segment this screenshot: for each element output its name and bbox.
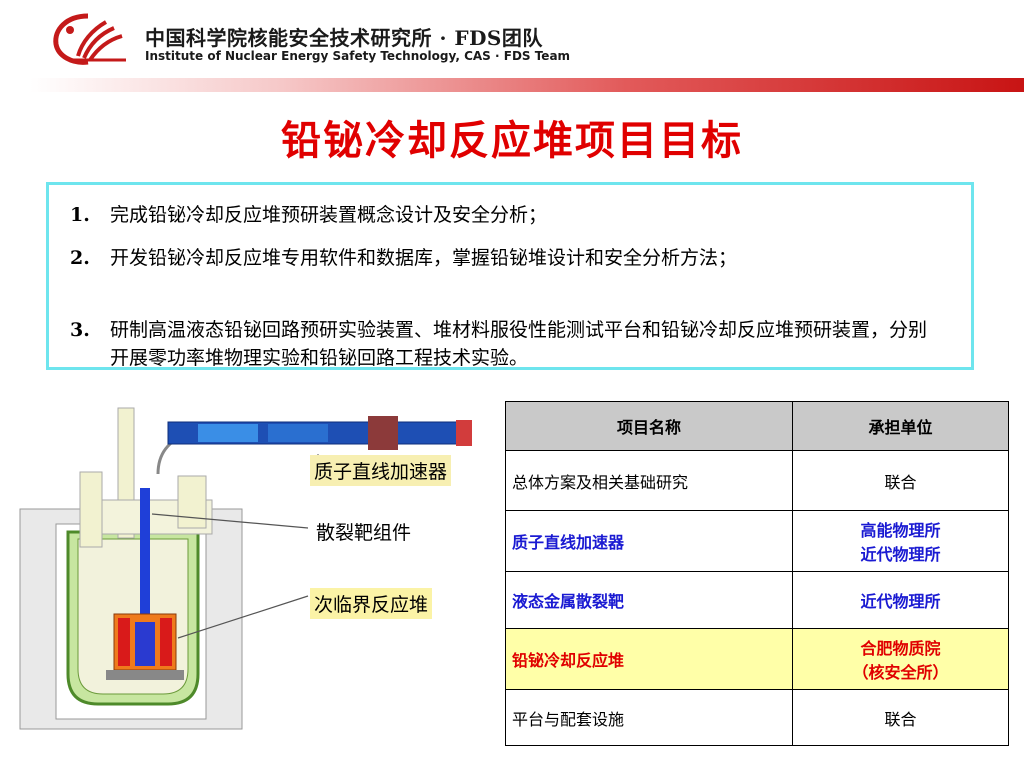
beamline-segment	[268, 424, 328, 442]
table-row-highlighted: 铅铋冷却反应堆 合肥物质院 （核安全所）	[505, 628, 1009, 690]
table-row: 平台与配套设施 联合	[505, 689, 1009, 746]
core-support	[106, 670, 184, 680]
goal-number: 3.	[70, 319, 90, 341]
goal-number: 1.	[70, 204, 90, 226]
unit-cell: 联合	[792, 689, 1009, 746]
goal-text: 开发铅铋冷却反应堆专用软件和数据库，掌握铅铋堆设计和安全分析方法；	[110, 247, 738, 269]
institute-logo-icon	[53, 13, 126, 65]
unit-line: 高能物理所	[860, 521, 941, 540]
org-name-cn: 中国科学院核能安全技术研究所 · FDS团队	[145, 26, 543, 50]
goals-box	[46, 182, 974, 370]
table-row: 液态金属散裂靶 近代物理所	[505, 571, 1009, 629]
proton-beam-tube	[140, 488, 150, 638]
unit-cell: 近代物理所	[792, 571, 1009, 629]
goal-number: 2.	[70, 247, 90, 269]
org-name-en: Institute of Nuclear Energy Safety Techn…	[145, 49, 571, 63]
goal-text: 完成铅铋冷却反应堆预研装置概念设计及安全分析；	[110, 204, 548, 226]
leader-line-reactor	[177, 595, 309, 639]
table-row: 质子直线加速器 高能物理所近代物理所	[505, 510, 1009, 572]
unit-cell: 高能物理所近代物理所	[792, 510, 1009, 572]
spallation-target	[135, 622, 155, 666]
unit-line: （核安全所）	[852, 663, 949, 682]
unit-line: 近代物理所	[860, 592, 941, 611]
top-structure-left	[79, 471, 103, 548]
core-fuel	[160, 618, 172, 666]
top-structure-right	[177, 475, 207, 529]
project-name-cell: 液态金属散裂靶	[505, 571, 793, 629]
label-subcritical-reactor: 次临界反应堆	[310, 588, 433, 619]
unit-line: 近代物理所	[860, 545, 941, 564]
project-name-cell: 铅铋冷却反应堆	[505, 628, 793, 690]
beamline-end	[456, 420, 472, 446]
unit-line: 联合	[884, 472, 917, 492]
beamline-magnet	[368, 416, 398, 450]
header-gradient-bar	[30, 78, 1024, 92]
reactor-diagram	[19, 407, 472, 730]
table-header-row: 项目名称 承担单位	[505, 401, 1009, 451]
project-name-cell: 质子直线加速器	[505, 510, 793, 572]
table-row: 总体方案及相关基础研究 联合	[505, 450, 1009, 511]
page-title: 铅铋冷却反应堆项目目标	[281, 118, 743, 164]
header-project-name: 项目名称	[505, 401, 793, 451]
label-accelerator: 质子直线加速器	[310, 455, 452, 486]
beamline-segment	[198, 424, 258, 442]
header-responsible-unit: 承担单位	[792, 401, 1009, 451]
leader-line-target	[151, 513, 309, 529]
label-spallation-target: 散裂靶组件	[316, 522, 412, 544]
project-name-cell: 总体方案及相关基础研究	[505, 450, 793, 511]
unit-line: 合肥物质院	[860, 639, 941, 658]
unit-line: 联合	[884, 709, 917, 729]
unit-cell: 联合	[792, 450, 1009, 511]
core-fuel	[118, 618, 130, 666]
project-name-cell: 平台与配套设施	[505, 689, 793, 746]
goal-text: 研制高温液态铅铋回路预研实验装置、堆材料服役性能测试平台和铅铋冷却反应堆预研装置…	[110, 319, 928, 369]
project-table: 项目名称 承担单位 总体方案及相关基础研究 联合 质子直线加速器 高能物理所近代…	[505, 401, 1009, 746]
unit-cell: 合肥物质院 （核安全所）	[792, 628, 1009, 690]
